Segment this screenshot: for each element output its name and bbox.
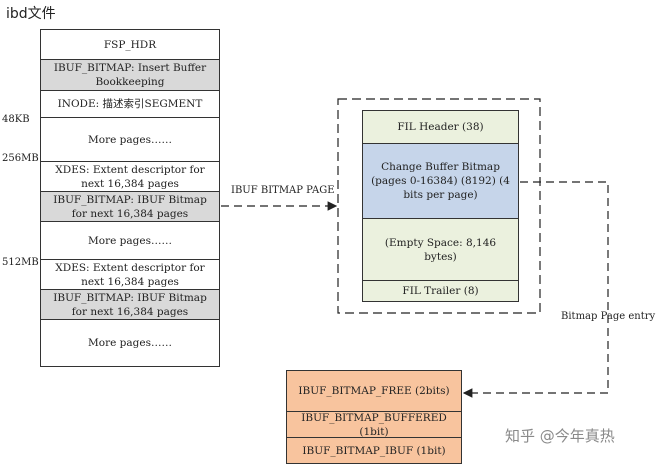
field-ibuf-bitmap-buffered: IBUF_BITMAP_BUFFERED (1bit) xyxy=(286,411,462,438)
page-ibuf-bitmap-2: IBUF_BITMAP: IBUF Bitmap for next 16,384… xyxy=(40,290,220,320)
page-more-pages-1: More pages…… xyxy=(40,118,220,162)
field-ibuf-bitmap-ibuf: IBUF_BITMAP_IBUF (1bit) xyxy=(286,437,462,464)
ibuf-bitmap-page-label: IBUF BITMAP PAGE xyxy=(231,185,335,196)
page-xdes-2: XDES: Extent descriptor for next 16,384 … xyxy=(40,260,220,290)
field-ibuf-bitmap-free: IBUF_BITMAP_FREE (2bits) xyxy=(286,370,462,412)
bitmap-page-dashed-frame xyxy=(337,98,541,314)
page-xdes-1: XDES: Extent descriptor for next 16,384 … xyxy=(40,162,220,192)
empty-space-box: (Empty Space: 8,146 bytes) xyxy=(362,218,519,281)
watermark: 知乎 @今年真热 xyxy=(505,427,615,445)
page-inode: INODE: 描述索引SEGMENT xyxy=(40,91,220,118)
bitmap-page-entry-label: Bitmap Page entry xyxy=(561,311,656,322)
page-fsp-hdr: FSP_HDR xyxy=(40,30,220,60)
offset-label-256mb: 256MB xyxy=(2,153,39,164)
offset-label-512mb: 512MB xyxy=(2,257,39,268)
page-ibuf-bitmap-1: IBUF_BITMAP: IBUF Bitmap for next 16,384… xyxy=(40,192,220,222)
fil-trailer-box: FIL Trailer (8) xyxy=(362,280,519,302)
arrow-bitmap-page-entry xyxy=(462,181,609,398)
fil-header-box: FIL Header (38) xyxy=(362,110,519,144)
page-more-pages-3: More pages…… xyxy=(40,320,220,367)
ibd-file-page-list: FSP_HDR IBUF_BITMAP: Insert Buffer Bookk… xyxy=(40,29,220,367)
page-more-pages-2: More pages…… xyxy=(40,222,220,260)
page-ibuf-bitmap-bookkeeping: IBUF_BITMAP: Insert Buffer Bookkeeping xyxy=(40,60,220,91)
offset-label-48kb: 48KB xyxy=(2,114,30,125)
diagram-title: ibd文件 xyxy=(6,6,56,22)
change-buffer-bitmap-box: Change Buffer Bitmap (pages 0-16384) (81… xyxy=(362,143,519,219)
